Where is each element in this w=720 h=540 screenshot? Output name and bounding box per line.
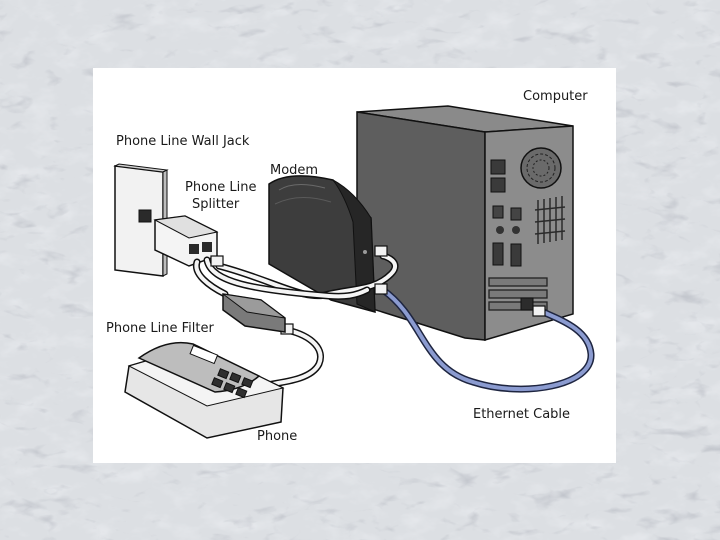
label-filter: Phone Line Filter bbox=[106, 321, 214, 336]
diagram-panel: Computer Phone Line Wall Jack Modem Phon… bbox=[93, 68, 616, 463]
modem bbox=[268, 175, 376, 313]
label-splitter-line2: Splitter bbox=[192, 197, 240, 212]
network-diagram bbox=[113, 105, 595, 439]
label-modem: Modem bbox=[270, 163, 319, 178]
label-computer: Computer bbox=[523, 89, 588, 104]
cable-connectors bbox=[210, 245, 546, 335]
phone-cable-modem bbox=[203, 252, 399, 300]
ethernet-cable-line bbox=[379, 286, 595, 393]
label-phone: Phone bbox=[257, 429, 298, 444]
computer-tower bbox=[356, 105, 574, 342]
label-wall-jack: Phone Line Wall Jack bbox=[116, 134, 250, 149]
phone-line-filter bbox=[222, 293, 286, 333]
label-ethernet: Ethernet Cable bbox=[473, 407, 571, 422]
label-splitter-line1: Phone Line bbox=[185, 180, 257, 195]
phone bbox=[124, 341, 285, 439]
